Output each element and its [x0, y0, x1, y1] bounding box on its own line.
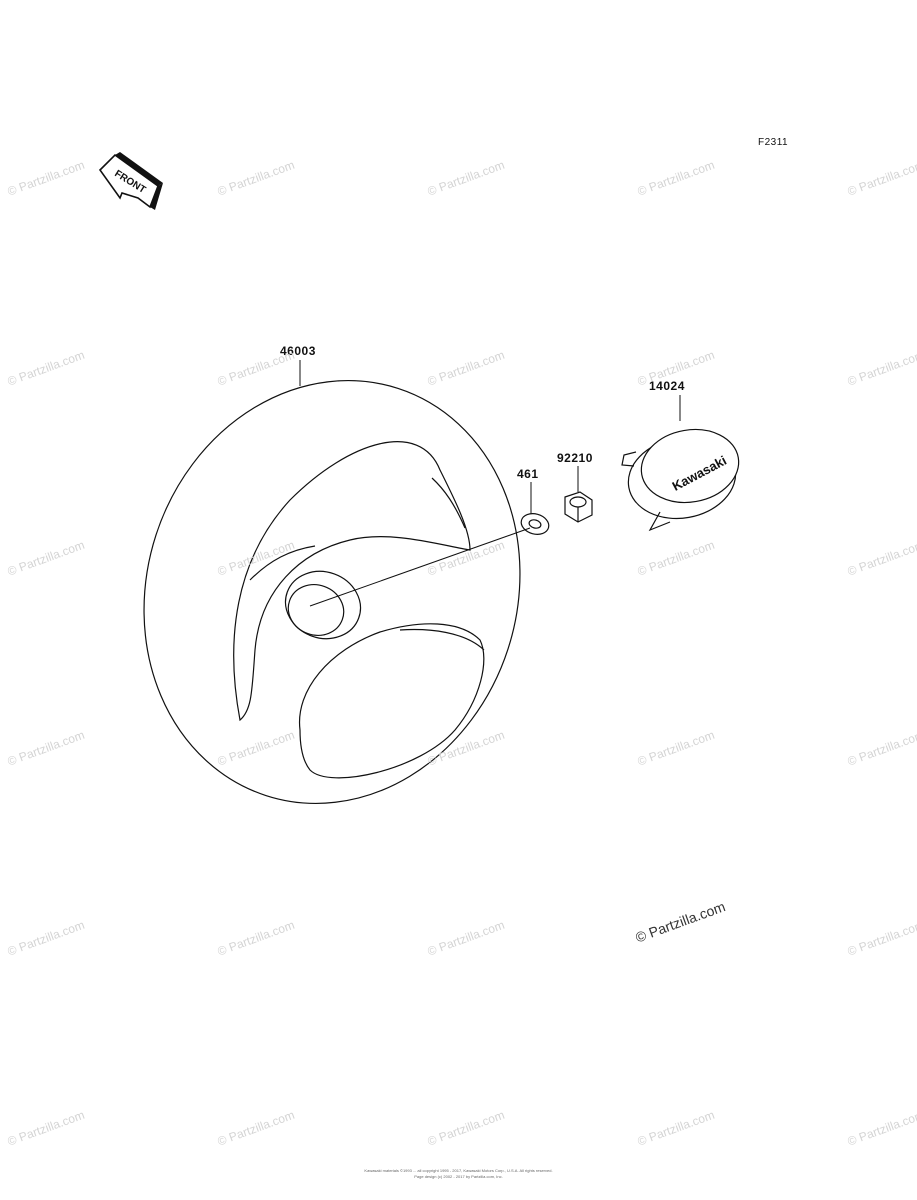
steering-wheel-part[interactable] — [90, 331, 574, 852]
callout-461: 461 — [517, 467, 539, 481]
callout-14024: 14024 — [649, 379, 685, 393]
callout-92210: 92210 — [557, 451, 593, 465]
leader-lines — [299, 360, 681, 607]
callout-46003: 46003 — [280, 344, 316, 358]
front-arrow-icon: FRONT — [98, 152, 163, 210]
footer-copyright: Kawasaki materials ©1993 ... all copyrig… — [364, 1168, 553, 1173]
washer-part[interactable] — [519, 511, 551, 538]
footer-design: Page design (c) 2002 - 2017 by Partzilla… — [414, 1174, 503, 1179]
nut-part[interactable] — [564, 491, 593, 523]
figure-id: F2311 — [758, 137, 789, 148]
cap-part[interactable]: Kawasaki — [621, 422, 745, 532]
